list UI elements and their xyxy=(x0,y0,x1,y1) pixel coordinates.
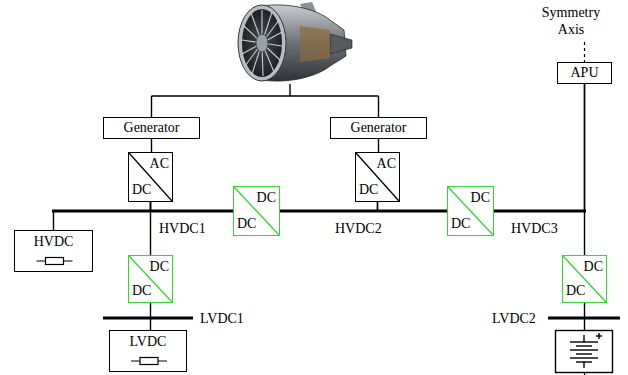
apu-box: APU xyxy=(557,62,612,84)
dc-dc-converter: DC DC xyxy=(562,255,607,303)
bus-label: LVDC1 xyxy=(200,310,244,327)
wire xyxy=(151,139,152,152)
box-label: Generator xyxy=(331,120,426,136)
converter-label: DC xyxy=(471,190,490,206)
battery-symbol xyxy=(556,331,613,373)
bus-label: LVDC2 xyxy=(492,310,536,327)
wire xyxy=(494,84,585,211)
bus-bar xyxy=(52,211,620,318)
symmetry-axis xyxy=(584,42,585,375)
bus-label: HVDC1 xyxy=(159,220,206,237)
bus-label: HVDC2 xyxy=(335,220,382,237)
engine-illustration xyxy=(238,2,352,81)
box-label: Generator xyxy=(104,120,199,136)
wire xyxy=(584,303,585,330)
wire xyxy=(280,202,378,211)
load-box: LVDC xyxy=(109,330,187,372)
load-box: HVDC xyxy=(14,230,93,272)
converter-label: DC xyxy=(257,190,276,206)
converter-label: DC xyxy=(237,216,256,232)
dc-dc-converter: DCDC xyxy=(447,186,494,236)
dc-dc-converter: DCDC xyxy=(233,186,280,236)
converter-label: DC xyxy=(566,283,585,299)
ac-dc-converter: AC DC xyxy=(128,152,173,202)
bus-label: HVDC3 xyxy=(511,220,558,237)
converter-label: DC xyxy=(132,182,151,198)
ac-dc-converter: AC DC xyxy=(355,152,400,202)
converter-label: DC xyxy=(359,182,378,198)
wire xyxy=(584,84,585,255)
wire xyxy=(54,202,151,230)
converter-label: AC xyxy=(377,156,396,172)
box-label: LVDC xyxy=(110,334,186,350)
dc-dc-converter: DC DC xyxy=(128,255,173,303)
converter-label: DC xyxy=(451,216,470,232)
generator-box: Generator xyxy=(103,117,200,139)
converter-label: AC xyxy=(150,156,169,172)
converter-label: DC xyxy=(584,259,603,275)
axis-label: Symmetry Axis xyxy=(528,4,614,38)
box-label: HVDC xyxy=(15,234,92,250)
generator-box: Generator xyxy=(330,117,427,139)
converter-label: DC xyxy=(132,283,151,299)
converter-label: DC xyxy=(150,259,169,275)
wire xyxy=(378,139,379,152)
wire xyxy=(378,202,448,211)
wire xyxy=(150,303,151,330)
wire xyxy=(151,202,234,211)
mechanical-link xyxy=(152,84,379,117)
box-label: APU xyxy=(558,65,611,81)
